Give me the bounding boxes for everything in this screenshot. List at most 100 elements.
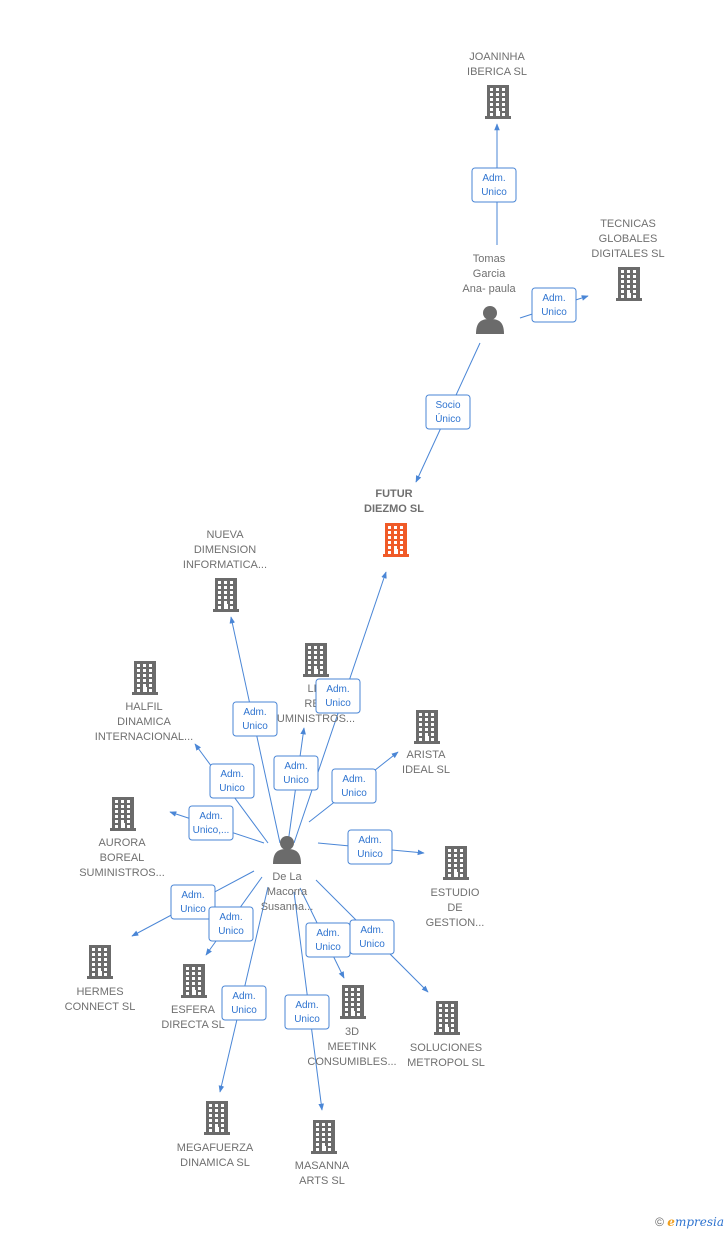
edge-label-box bbox=[331, 768, 377, 804]
person-icon bbox=[476, 306, 504, 334]
node-label-joaninha: IBERICA SL bbox=[467, 66, 527, 78]
building-icon bbox=[204, 1101, 230, 1135]
node-label-meetink: MEETINK bbox=[328, 1041, 378, 1053]
edge-label-arista[interactable]: Adm.Unico bbox=[331, 768, 377, 804]
edge-label-text: Único bbox=[435, 412, 461, 425]
edge-label-aurora[interactable]: Adm.Unico,... bbox=[188, 805, 234, 841]
edge-label-box bbox=[531, 287, 577, 323]
edge-label-text: Unico bbox=[359, 939, 385, 950]
edge-label-soluciones[interactable]: Adm.Unico bbox=[349, 919, 395, 955]
edge-label-text: Unico bbox=[294, 1014, 320, 1025]
edge-label-text: Adm. bbox=[342, 774, 365, 785]
node-label-soluciones: SOLUCIONES bbox=[410, 1042, 482, 1054]
node-label-estudio: DE bbox=[447, 902, 462, 914]
building-icon bbox=[213, 578, 239, 612]
edge-label-text: Unico bbox=[180, 904, 206, 915]
edge-label-text: Unico bbox=[231, 1005, 257, 1016]
edge-label-text: Adm. bbox=[220, 769, 243, 780]
edge-label-text: Adm. bbox=[482, 173, 505, 184]
edge-label-box bbox=[209, 763, 255, 799]
edge-label-box bbox=[232, 701, 278, 737]
edge-label-text: Adm. bbox=[358, 835, 381, 846]
node-label-arista: IDEAL SL bbox=[402, 764, 450, 776]
edge-label-text: Adm. bbox=[232, 991, 255, 1002]
copyright-symbol: © bbox=[655, 1215, 664, 1229]
building-icon bbox=[110, 797, 136, 831]
node-aurora[interactable]: AURORABOREALSUMINISTROS... bbox=[79, 797, 165, 879]
building-icon bbox=[181, 964, 207, 998]
edge-label-box bbox=[170, 884, 216, 920]
node-label-masanna: MASANNA bbox=[295, 1160, 350, 1172]
edge-label-box bbox=[273, 755, 319, 791]
node-label-estudio: GESTION... bbox=[426, 917, 485, 929]
node-label-tomas: Ana- paula bbox=[462, 283, 516, 295]
edge-label-joaninha[interactable]: Adm.Unico bbox=[471, 167, 517, 203]
building-icon bbox=[132, 661, 158, 695]
node-label-tecnicas: TECNICAS bbox=[600, 218, 656, 230]
edge-label-text: Adm. bbox=[199, 811, 222, 822]
edge-label-nueva[interactable]: Adm.Unico bbox=[232, 701, 278, 737]
node-estudio[interactable]: ESTUDIO DE GESTION... bbox=[426, 846, 485, 929]
edge-label-tecnicas[interactable]: Adm.Unico bbox=[531, 287, 577, 323]
node-label-aurora: SUMINISTROS... bbox=[79, 867, 165, 879]
edge-label-hermes[interactable]: Adm.Unico bbox=[170, 884, 216, 920]
node-label-joaninha: JOANINHA bbox=[469, 51, 525, 63]
node-label-nueva: NUEVA bbox=[206, 529, 244, 541]
edge-label-text: Unico bbox=[541, 307, 567, 318]
node-label-meetink: 3D bbox=[345, 1026, 359, 1038]
node-label-nueva: INFORMATICA... bbox=[183, 559, 267, 571]
node-halfil[interactable]: HALFILDINAMICAINTERNACIONAL... bbox=[95, 661, 193, 743]
node-label-megafuerza: DINAMICA SL bbox=[180, 1157, 250, 1169]
edge-label-text: Unico bbox=[218, 926, 244, 937]
edge-label-box bbox=[349, 919, 395, 955]
node-label-nueva: DIMENSION bbox=[194, 544, 256, 556]
edge-label-text: Adm. bbox=[316, 928, 339, 939]
node-person2[interactable]: De LaMacorraSusanna... bbox=[261, 836, 314, 913]
node-label-halfil: DINAMICA bbox=[117, 716, 171, 728]
edge-label-box bbox=[188, 805, 234, 841]
edge-labels-layer: Adm.UnicoAdm.UnicoSocioÚnicoAdm.UnicoAdm… bbox=[170, 167, 577, 1030]
node-label-aurora: AURORA bbox=[98, 837, 146, 849]
person-icon bbox=[273, 836, 301, 864]
edge-label-esfera[interactable]: Adm. Unico bbox=[208, 906, 254, 942]
edge-label-text: Unico bbox=[325, 698, 351, 709]
edge-label-box bbox=[347, 829, 393, 865]
edge-label-lin[interactable]: Adm.Unico bbox=[273, 755, 319, 791]
edge-label-megafuerza[interactable]: Adm. Unico bbox=[221, 985, 267, 1021]
edges-layer bbox=[131, 123, 589, 1111]
node-label-estudio: ESTUDIO bbox=[431, 887, 480, 899]
node-label-person2: Macorra bbox=[267, 886, 308, 898]
edge-label-meetink[interactable]: Adm. Unico bbox=[305, 922, 351, 958]
building-icon bbox=[303, 643, 329, 677]
node-meetink[interactable]: 3DMEETINKCONSUMIBLES... bbox=[307, 985, 397, 1068]
edge-label-masanna[interactable]: Adm.Unico bbox=[284, 994, 330, 1030]
building-icon bbox=[383, 523, 409, 557]
edge-label-text: Unico bbox=[219, 783, 245, 794]
node-label-hermes: CONNECT SL bbox=[65, 1001, 136, 1013]
edge-label-text: Unico bbox=[315, 942, 341, 953]
node-label-person2: De La bbox=[272, 871, 302, 883]
building-icon bbox=[616, 267, 642, 301]
edge-label-futur[interactable]: Adm.Unico bbox=[315, 678, 361, 714]
edge-label-box bbox=[425, 394, 471, 430]
node-label-tecnicas: DIGITALES SL bbox=[591, 248, 664, 260]
building-icon bbox=[434, 1001, 460, 1035]
node-nueva[interactable]: NUEVA DIMENSION INFORMATICA... bbox=[183, 529, 267, 612]
edge-label-box bbox=[471, 167, 517, 203]
node-joaninha[interactable]: JOANINHA IBERICA SL bbox=[467, 51, 527, 119]
edge-label-text: Adm. bbox=[219, 912, 242, 923]
node-label-halfil: HALFIL bbox=[125, 701, 162, 713]
edge-label-halfil[interactable]: Adm. Unico bbox=[209, 763, 255, 799]
edge-label-estudio[interactable]: Adm.Unico bbox=[347, 829, 393, 865]
